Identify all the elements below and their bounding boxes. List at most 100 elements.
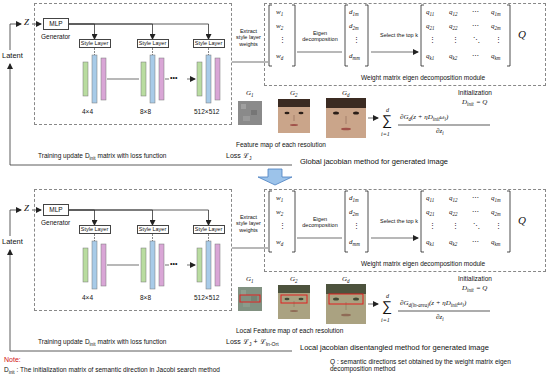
label-text: w (276, 22, 281, 30)
matrix-entry: ⋮ (353, 222, 360, 230)
label-text: q (426, 22, 430, 30)
generator-region: GeneratorMLPStyle LayerStyle LayerStyle … (34, 3, 232, 125)
label-text: q (449, 194, 453, 202)
label-text: Eigen decomposition (302, 216, 337, 228)
subscript-text: J (249, 341, 252, 347)
label-text: ⋯ (472, 194, 479, 201)
matrix-entry: d2m (349, 208, 359, 216)
label-text: (z + ηD (429, 299, 451, 307)
label-text: q (449, 8, 453, 16)
label-text: w (276, 194, 281, 202)
subscript-text: i (445, 117, 446, 122)
label-text: 4×4 (82, 108, 93, 115)
label-text: q (426, 8, 430, 16)
label-text: Local jacobian disentangled method for g… (300, 343, 489, 352)
math-term: ∑ (382, 298, 392, 314)
label-text: d (349, 238, 353, 246)
label-text: Extract style layer weights (236, 28, 261, 47)
matrix-entry: q1m (491, 194, 501, 202)
label-text: Training update (38, 152, 83, 159)
loop-label: Training updateDinitmatrix with loss fun… (38, 338, 166, 345)
label-text: G (290, 275, 295, 283)
label-text: Z (24, 17, 29, 27)
label-text: ∑ (382, 298, 392, 314)
label-text: ) (464, 299, 466, 307)
label-text: d (349, 52, 353, 60)
matrix-entry: qk2 (449, 238, 457, 246)
matrix-entry: d2m (349, 22, 359, 30)
matrix-entry: qkm (491, 52, 500, 60)
feature-map-label: G2 (290, 89, 298, 97)
label-text: ⋮ (452, 36, 459, 43)
label-text: = Q (476, 284, 488, 292)
feature-map-label: Gd (342, 89, 350, 97)
matrix-entry: q22 (449, 208, 458, 216)
label-text: D (85, 152, 90, 159)
matrix-entry: wd (276, 52, 283, 60)
matrix-name: Q (518, 28, 526, 41)
subscript-text: 1 (281, 12, 284, 17)
subscript-text: 2 (281, 212, 284, 217)
label-text: w (276, 238, 281, 246)
label-text: matrix with loss function (97, 338, 166, 345)
connector (69, 210, 153, 225)
label-text: ⋮ (495, 36, 502, 43)
step-label: Select the top k (380, 32, 418, 38)
connector (69, 210, 95, 225)
math-term: ∂Gd(ln-area)(z + ηDinitωi) (400, 299, 466, 307)
style-layer-box: Style Layer (137, 225, 169, 234)
math-term: Dinit= Q (462, 284, 487, 292)
feature-map-label: G1 (246, 89, 254, 97)
matrix-entry: w1 (276, 194, 283, 202)
label-text: q (491, 238, 495, 246)
matrix-entry: q12 (449, 194, 458, 202)
label-text: ⋮ (353, 36, 360, 43)
subscript-text: 2 (281, 26, 284, 31)
connector (69, 24, 95, 39)
label-text: ⋮ (452, 222, 459, 229)
label-text: : The initialization matrix of semantic … (17, 366, 220, 373)
math-term: ∑ (382, 112, 392, 128)
style-layer-box: Style Layer (137, 39, 169, 48)
subscript-text: 1m (495, 198, 501, 203)
subscript-text: init (90, 156, 96, 161)
node-text: MLP (49, 207, 62, 214)
label-text: ℒ (243, 152, 249, 159)
label-text: 512×512 (194, 294, 220, 301)
caption-text: Feature map of each resolution (236, 141, 326, 148)
subscript-text: 1m (353, 198, 359, 203)
subscript-text: 2m (353, 26, 359, 31)
loss-label: LossℒJ+ℒIn-Ort (226, 338, 279, 346)
label-text: Eigen decomposition (302, 30, 337, 42)
math-term: ∂zi (436, 127, 444, 135)
matrix-entry: ⋯ (472, 22, 479, 30)
label-text: Training update (38, 338, 83, 345)
subscript-text: d (409, 117, 412, 122)
label-text: = Q (476, 98, 488, 106)
label-text: ⋮ (279, 36, 286, 43)
label-text: Select the top k (380, 32, 418, 38)
label-text: d (349, 194, 353, 202)
label-text: ⋮ (429, 222, 436, 229)
math-term: Dinit= Q (462, 98, 487, 106)
mlp-box: MLP (43, 204, 69, 216)
matrix-entry: qk1 (426, 238, 434, 246)
label-text: ⋮ (353, 222, 360, 229)
label-text: : semantic directions set obtained by th… (330, 358, 511, 372)
resolution-label: 4×4 (82, 108, 93, 115)
step-label: Select the top k (380, 218, 418, 224)
subscript-text: mm (353, 242, 360, 247)
label-text: q (449, 238, 453, 246)
matrix-entry: q22 (449, 22, 458, 30)
label-text: Q (518, 28, 526, 40)
node-text: Style Layer (195, 41, 223, 47)
section-title: Local jacobian disentangled method for g… (300, 344, 489, 353)
label-text: w (276, 52, 281, 60)
label-text: ⋮ (279, 222, 286, 229)
label-text: ⋯ (472, 208, 479, 215)
ellipsis: ••• (170, 74, 177, 82)
label-text: G (290, 89, 295, 97)
label-text: D (462, 284, 467, 292)
node-text: Style Layer (81, 41, 109, 47)
